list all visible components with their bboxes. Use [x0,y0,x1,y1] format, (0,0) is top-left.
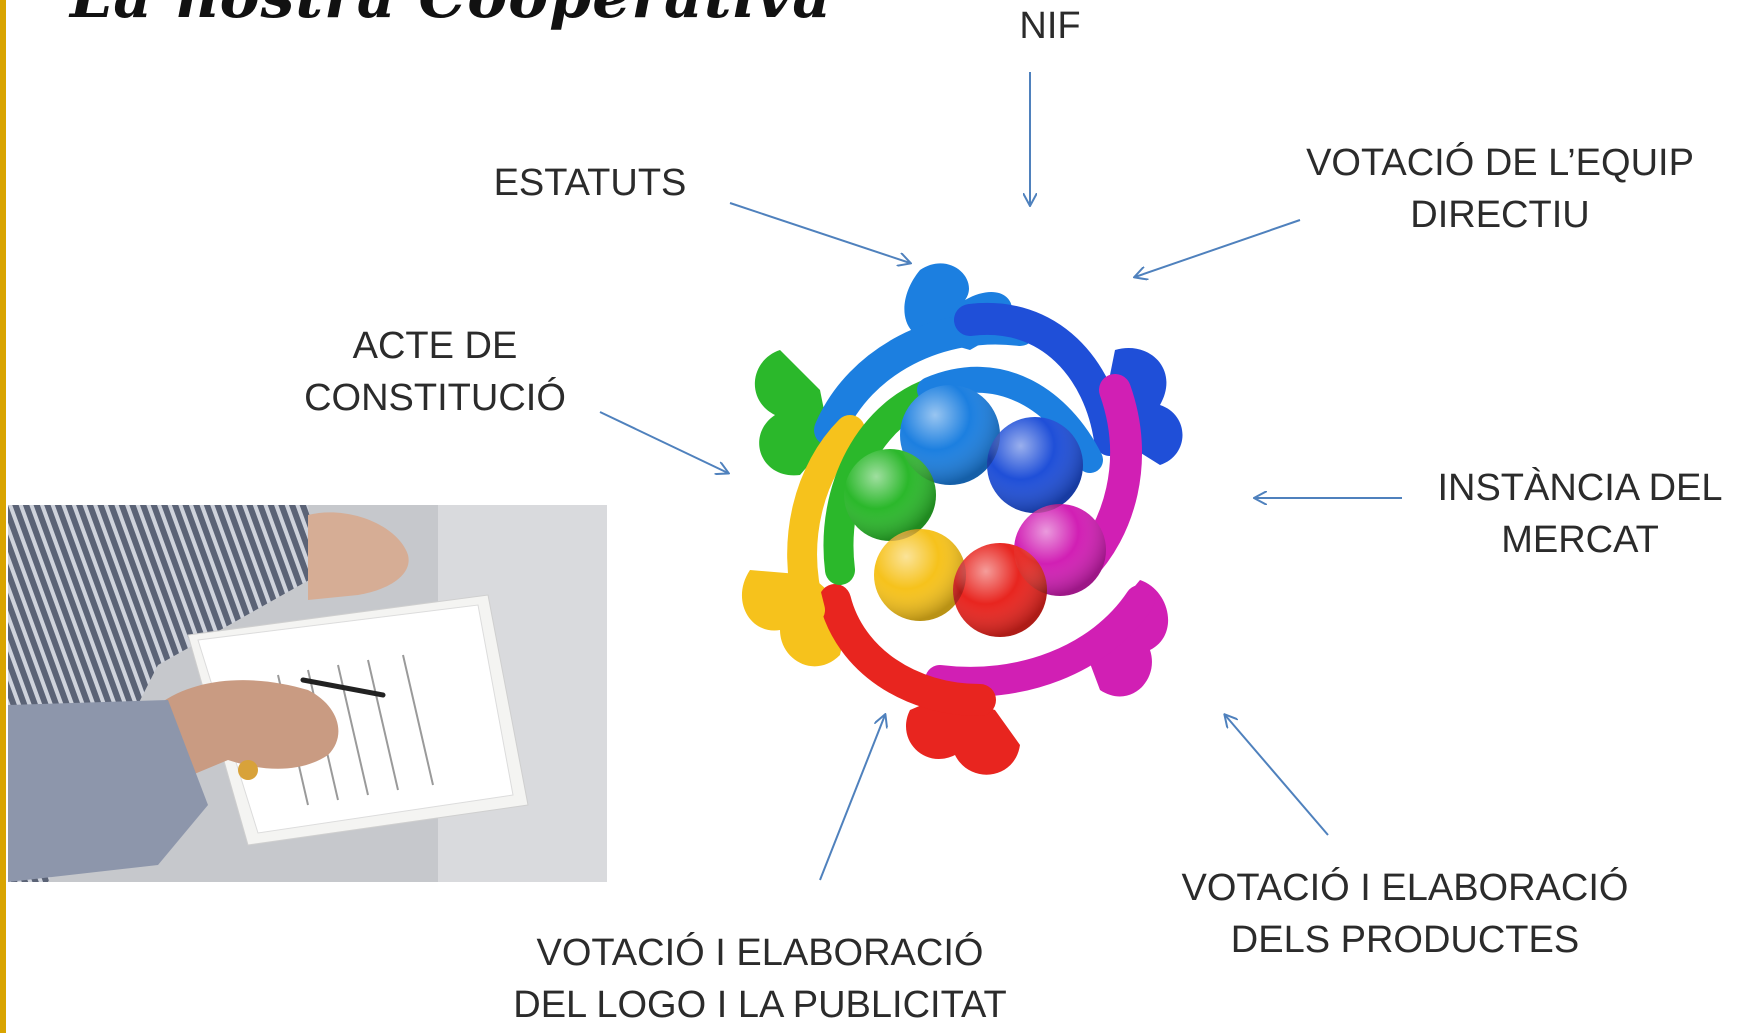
label-instancia-line1: INSTÀNCIA DEL [1437,467,1723,509]
label-estatuts-text: ESTATUTS [493,162,687,204]
label-productes-line2: DELS PRODUCTES [1230,919,1580,962]
slide-title: La nostra Cooperativa [70,0,832,32]
label-nif: NIF [1000,0,1100,52]
label-instancia-line2: MERCAT [1501,519,1659,562]
label-productes: VOTACIÓ I ELABORACIÓ DELS PRODUCTES [1155,862,1655,967]
label-logo-publicitat: VOTACIÓ I ELABORACIÓ DEL LOGO I LA PUBLI… [495,927,1025,1032]
people-circle-icon [741,263,1183,775]
arrow-estatuts [729,202,910,263]
arrow-productes [1225,715,1329,836]
label-votacio-equip-line2: DIRECTIU [1410,194,1590,237]
signing-photo-illustration [8,505,607,882]
label-logo-publicitat-line1: VOTACIÓ I ELABORACIÓ [536,932,984,974]
label-nif-text: NIF [1019,5,1081,47]
arrow-votacio-equip [1135,219,1301,277]
arrow-logo-publicitat [819,715,885,881]
label-logo-publicitat-line2: DEL LOGO I LA PUBLICITAT [513,984,1007,1027]
cooperative-logo [720,240,1280,810]
label-productes-line1: VOTACIÓ I ELABORACIÓ [1181,867,1629,909]
accent-bar [0,0,6,1033]
label-estatuts: ESTATUTS [480,157,700,209]
label-acte-line2: CONSTITUCIÓ [304,377,566,420]
label-instancia: INSTÀNCIA DEL MERCAT [1420,462,1740,567]
label-acte-line1: ACTE DE [352,325,518,367]
arrow-acte [599,411,728,473]
label-votacio-equip-line1: VOTACIÓ DE L’EQUIP [1306,142,1694,184]
label-acte: ACTE DE CONSTITUCIÓ [285,320,585,425]
signing-photo [8,505,607,882]
label-votacio-equip: VOTACIÓ DE L’EQUIP DIRECTIU [1290,137,1710,242]
